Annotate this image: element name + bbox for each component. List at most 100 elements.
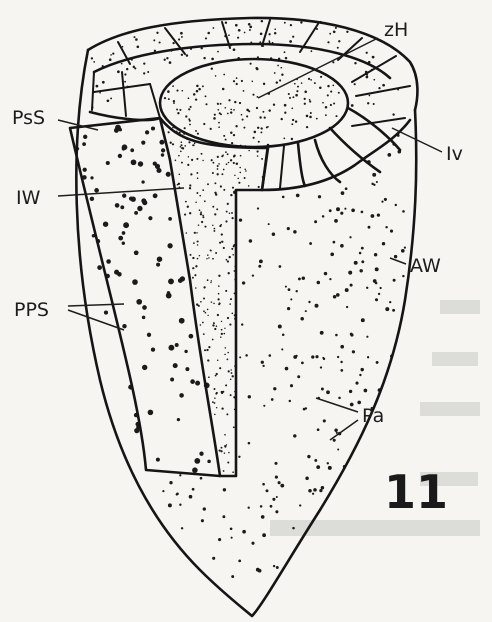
stipple-dot [107, 99, 110, 102]
stipple-dot [232, 217, 234, 219]
stipple-dot [212, 258, 214, 260]
stipple-dot [156, 263, 160, 267]
stipple-dot [230, 369, 231, 370]
stipple-dot [203, 507, 206, 510]
stipple-dot [217, 51, 219, 53]
stipple-dot [232, 254, 234, 256]
stipple-dot [228, 99, 230, 101]
stipple-dot [223, 488, 226, 491]
stipple-dot [203, 57, 205, 59]
stipple-dot [366, 52, 368, 54]
stipple-dot [118, 154, 122, 158]
stipple-dot [325, 114, 327, 116]
stipple-dot [338, 92, 340, 94]
stipple-dot [385, 226, 387, 228]
stipple-dot [142, 365, 147, 370]
stipple-dot [328, 466, 332, 470]
stipple-dot [270, 505, 273, 508]
stipple-dot [135, 38, 138, 41]
stipple-dot [221, 447, 223, 449]
label-Pa: Pa [362, 405, 384, 427]
stipple-dot [344, 208, 346, 210]
stipple-dot [207, 254, 209, 256]
stipple-dot [260, 505, 263, 508]
stipple-dot [251, 80, 253, 82]
stipple-dot [112, 52, 114, 54]
stipple-dot [213, 117, 216, 120]
stipple-dot [218, 285, 220, 287]
stipple-dot [259, 116, 261, 118]
stipple-dot [236, 77, 238, 79]
stipple-dot [230, 132, 232, 134]
stipple-dot [327, 94, 329, 96]
stipple-dot [306, 115, 309, 118]
stipple-dot [329, 278, 331, 280]
stipple-dot [230, 298, 232, 300]
stipple-dot [316, 118, 318, 120]
stipple-dot [179, 109, 181, 111]
stipple-dot [181, 90, 183, 92]
stipple-dot [195, 98, 197, 100]
stipple-dot [261, 127, 263, 129]
stipple-dot [153, 39, 155, 41]
stipple-dot [283, 138, 285, 140]
stipple-dot [258, 141, 260, 143]
stipple-dot [219, 242, 221, 244]
stipple-dot [327, 85, 329, 87]
stipple-dot [202, 85, 204, 87]
stipple-dot [372, 56, 375, 59]
ring-cell-wall [94, 84, 150, 92]
stipple-dot [245, 354, 248, 357]
stipple-dot [170, 142, 172, 144]
stipple-dot [309, 99, 311, 101]
stipple-dot [334, 428, 337, 431]
stipple-dot [180, 32, 183, 35]
stipple-dot [253, 137, 255, 139]
stipple-dot [184, 127, 186, 129]
stipple-dot [143, 62, 145, 64]
stipple-dot [168, 345, 174, 351]
stipple-dot [288, 288, 291, 291]
stipple-dot [229, 303, 231, 305]
stipple-dot [185, 201, 187, 203]
stipple-dot [312, 493, 314, 495]
stipple-dot [274, 32, 276, 34]
stipple-dot [169, 481, 172, 484]
stipple-dot [368, 226, 371, 229]
stipple-dot [168, 217, 172, 221]
stipple-dot [230, 527, 233, 530]
stipple-dot [193, 93, 196, 96]
stipple-dot [231, 312, 233, 314]
stipple-dot [239, 102, 241, 104]
stipple-dot [217, 314, 219, 316]
stipple-dot [226, 413, 228, 415]
stipple-dot [232, 471, 234, 473]
stipple-dot [346, 31, 348, 33]
stipple-dot [281, 118, 283, 120]
stipple-dot [245, 170, 247, 172]
stipple-dot [321, 388, 324, 391]
stipple-dot [196, 90, 199, 93]
stipple-dot [178, 38, 180, 40]
stipple-dot [261, 158, 263, 160]
stipple-dot [317, 428, 320, 431]
stipple-dot [179, 318, 185, 324]
stipple-dot [345, 187, 348, 190]
stipple-dot [193, 242, 195, 244]
stipple-dot [390, 230, 393, 233]
stipple-dot [239, 172, 241, 174]
stipple-dot [217, 165, 219, 167]
stipple-dot [203, 310, 205, 312]
stipple-dot [214, 182, 216, 184]
stipple-dot [261, 20, 263, 22]
stipple-dot [185, 115, 187, 117]
stipple-dot [327, 462, 329, 464]
stipple-dot [225, 21, 227, 23]
stipple-dot [191, 159, 193, 161]
stipple-dot [206, 258, 207, 259]
stipple-dot [212, 339, 214, 341]
stipple-dot [161, 148, 165, 152]
stipple-dot [124, 73, 126, 75]
stipple-dot [200, 213, 202, 215]
